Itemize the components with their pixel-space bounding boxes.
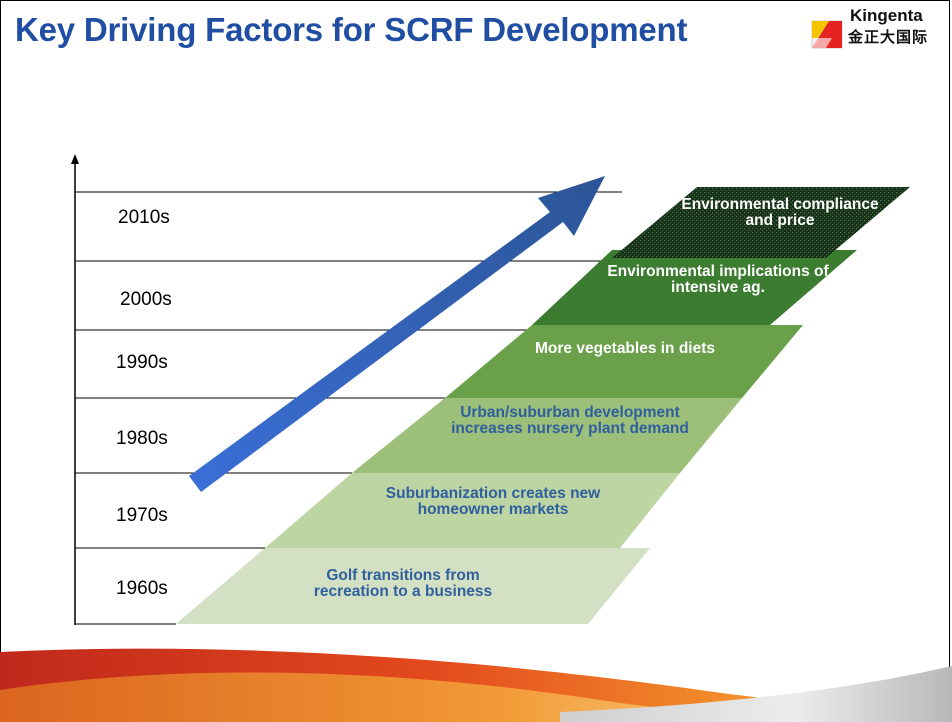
step-label-line: intensive ag.: [671, 279, 765, 296]
step-label-line: More vegetables in diets: [534, 340, 716, 357]
step-label-line: and price: [745, 212, 815, 229]
logo-wordmark: Kingenta: [850, 6, 923, 25]
step-2000s: [532, 250, 857, 325]
step-label-line: recreation to a business: [313, 583, 493, 600]
step-label-1960s: Golf transitions from recreation to a bu…: [268, 568, 538, 600]
step-2010s: [612, 187, 910, 258]
step-label-line: Suburbanization creates new: [385, 485, 601, 502]
step-label-line: Environmental compliance: [681, 196, 879, 213]
step-label-line: homeowner markets: [417, 501, 569, 518]
growth-arrow: [189, 176, 605, 492]
step-1980s: [352, 398, 742, 473]
y-axis-arrowhead: [71, 154, 79, 164]
step-1990s: [445, 325, 803, 398]
step-label-2000s: Environmental implications of intensive …: [578, 264, 858, 296]
decorative-swoosh-gray: [560, 666, 952, 722]
step-label-1980s: Urban/suburban development increases nur…: [420, 405, 720, 437]
decade-label-2000s: 2000s: [120, 289, 172, 310]
step-1960s: [176, 548, 650, 624]
kingenta-logo-icon: [811, 20, 843, 49]
step-1970s: [265, 473, 680, 548]
step-label-1970s: Suburbanization creates new homeowner ma…: [338, 486, 648, 518]
logo-chinese-name: 金正大国际: [848, 29, 929, 46]
page-title: Key Driving Factors for SCRF Development: [15, 11, 688, 48]
step-label-line: Urban/suburban development: [460, 404, 680, 421]
step-label-line: Environmental implications of: [607, 263, 829, 280]
decade-label-2010s: 2010s: [118, 207, 170, 228]
decade-label-1990s: 1990s: [116, 352, 168, 373]
decade-label-1970s: 1970s: [116, 505, 168, 526]
decade-label-1980s: 1980s: [116, 428, 168, 449]
step-label-2010s: Environmental compliance and price: [655, 197, 905, 229]
step-label-line: Golf transitions from: [326, 567, 480, 584]
step-label-line: increases nursery plant demand: [451, 420, 689, 437]
decade-label-1960s: 1960s: [116, 578, 168, 599]
step-label-1990s: More vegetables in diets: [500, 341, 750, 357]
